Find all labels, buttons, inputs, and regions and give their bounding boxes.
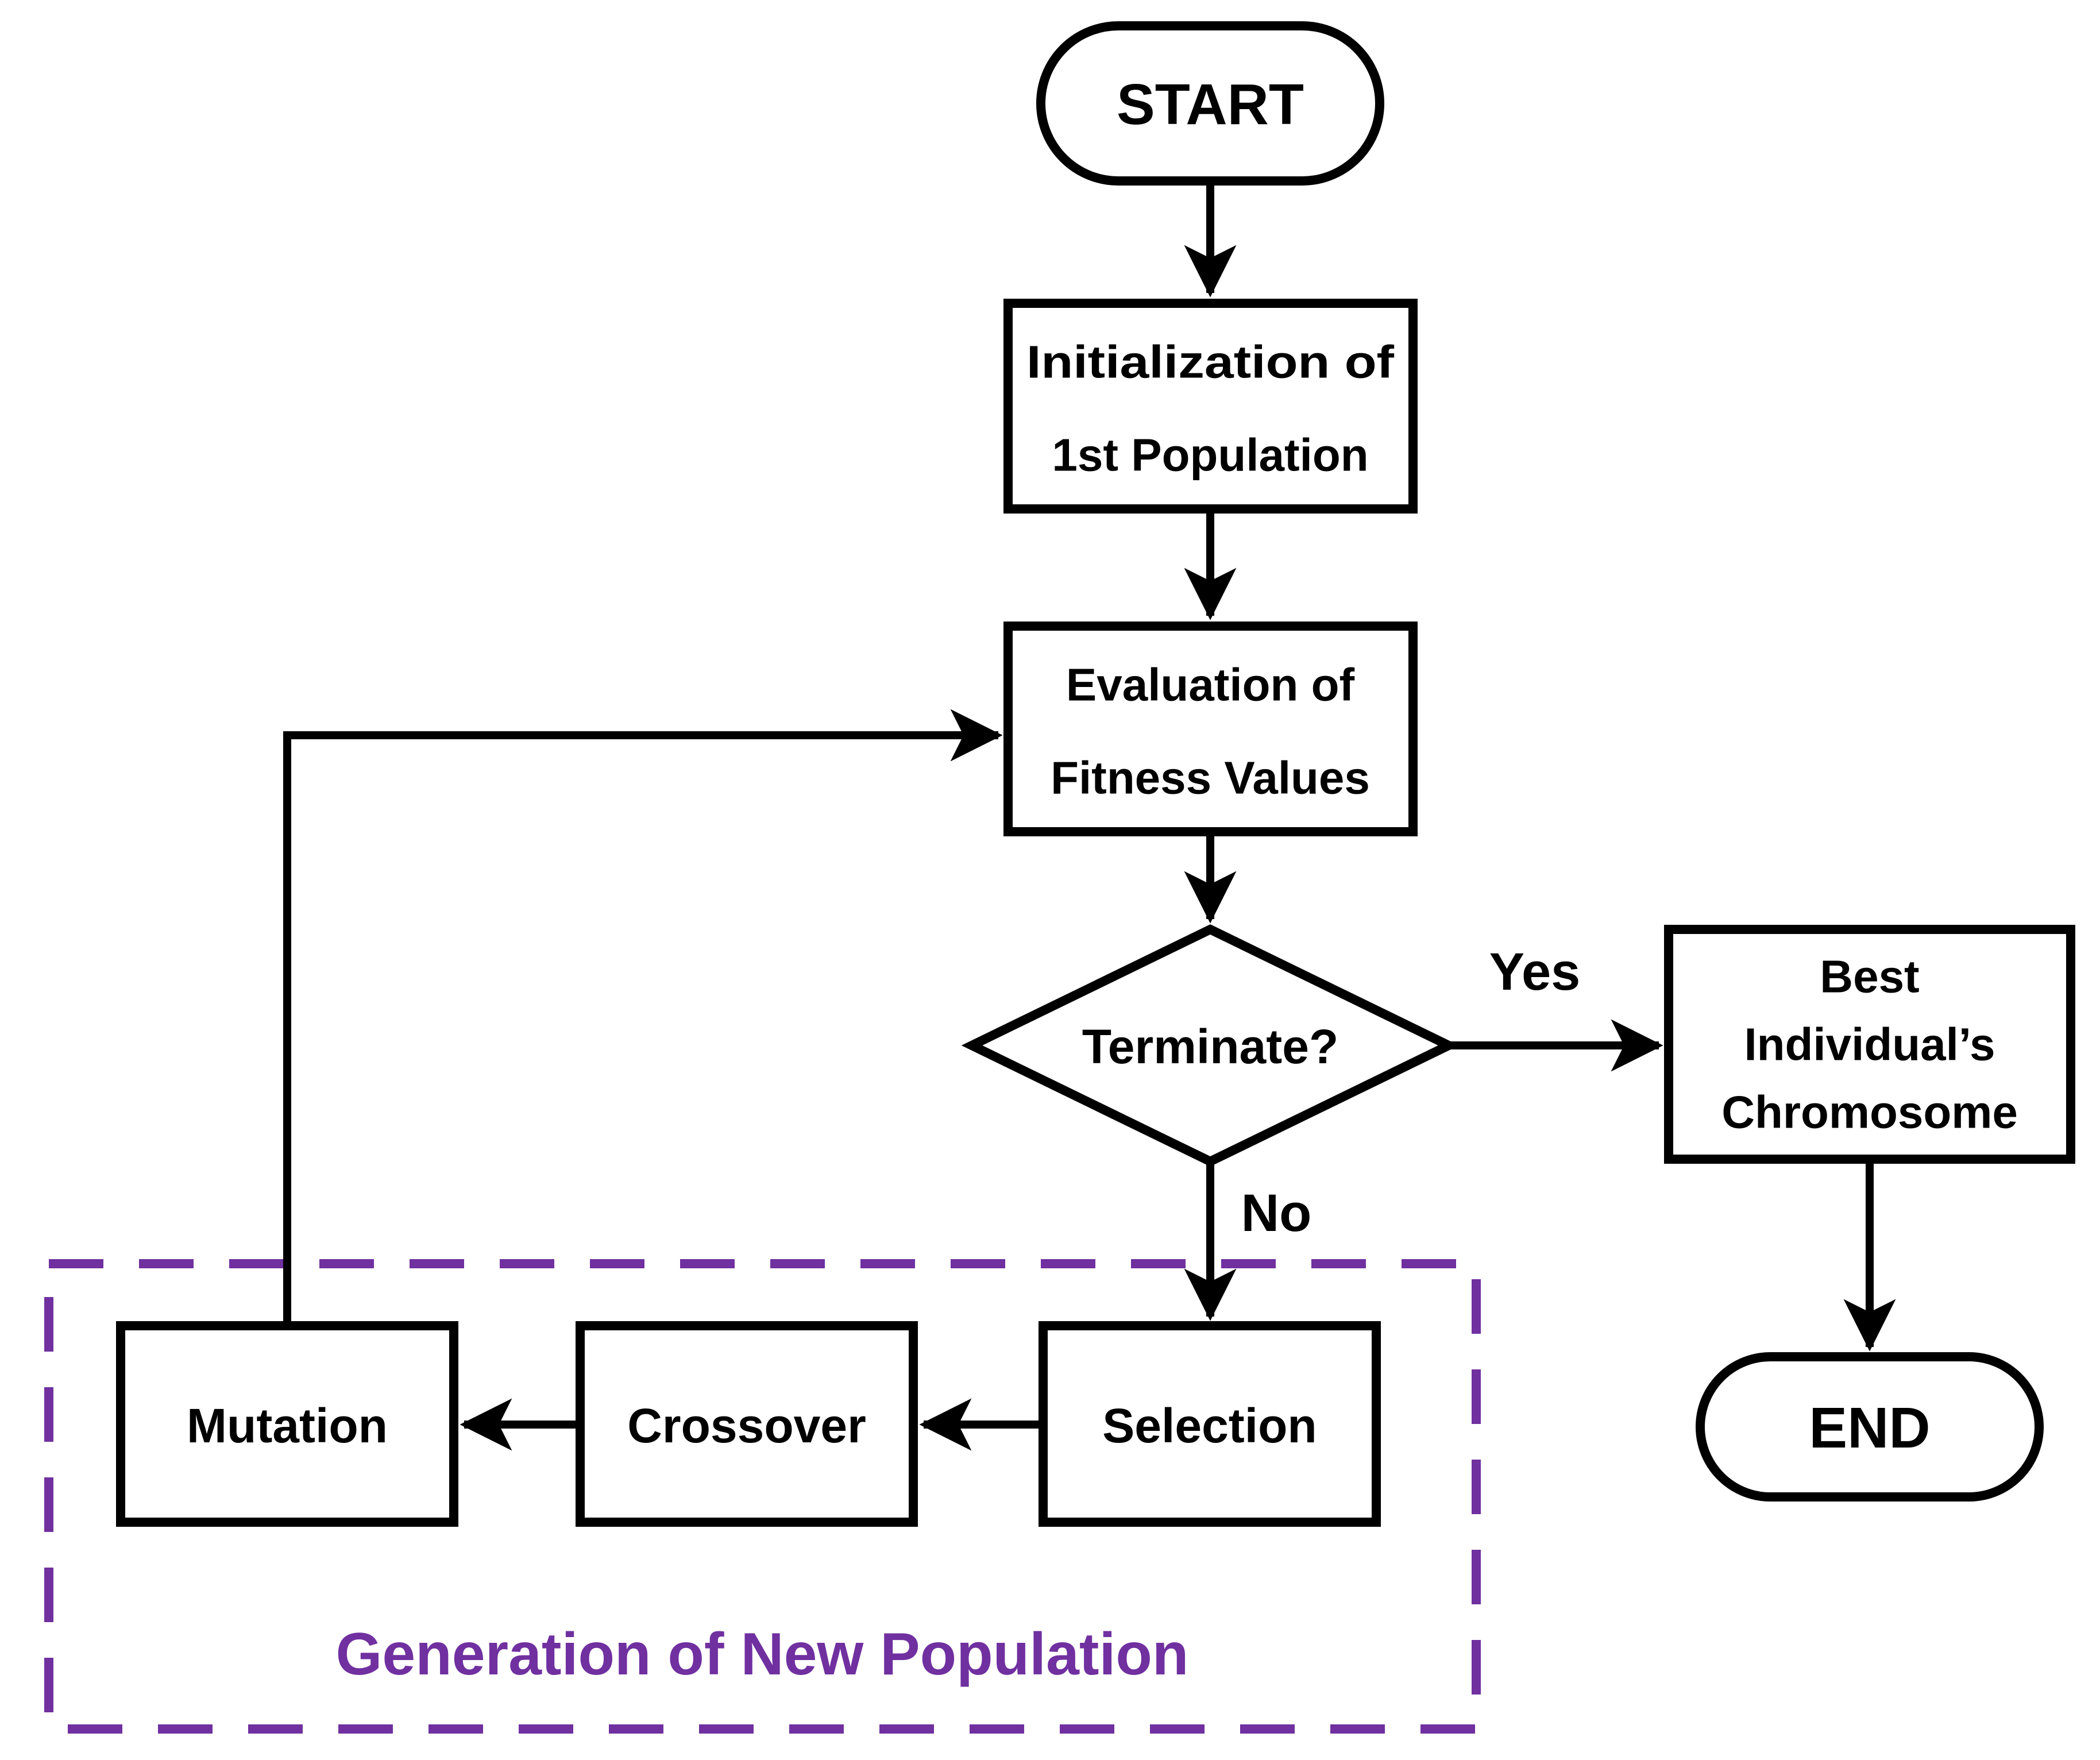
- mutation-node: [116, 1321, 458, 1527]
- yes-edge-label: Yes: [1489, 943, 1581, 1001]
- selection-label: Selection: [1102, 1399, 1317, 1453]
- terminate-decision-node: [961, 924, 1460, 1167]
- best-chromosome-label-line2: Individual’s: [1744, 1019, 1995, 1070]
- crossover-label: Crossover: [627, 1399, 866, 1453]
- selection-node: [1039, 1321, 1381, 1527]
- mutation-label: Mutation: [187, 1399, 388, 1453]
- initialization-label-line1: Initialization of: [1026, 337, 1394, 388]
- initialization-label-line2: 1st Population: [1052, 430, 1368, 481]
- crossover-node: [576, 1321, 918, 1527]
- initialization-node: [1003, 299, 1418, 514]
- best-chromosome-label-line1: Best: [1820, 951, 1919, 1002]
- generation-group-label: Generation of New Population: [336, 1621, 1189, 1688]
- best-chromosome-label-line3: Chromosome: [1721, 1087, 2018, 1138]
- end-node: [1696, 1352, 2044, 1502]
- start-label: START: [1117, 72, 1304, 137]
- start-node: [1036, 21, 1384, 186]
- no-edge-label: No: [1241, 1184, 1312, 1242]
- end-label: END: [1809, 1396, 1930, 1460]
- evaluation-node: [1003, 622, 1418, 836]
- evaluation-label-line1: Evaluation of: [1066, 659, 1355, 711]
- arrow-mutation-feedback-to-evaluation: [283, 709, 1003, 1326]
- best-chromosome-node: [1664, 925, 2075, 1164]
- evaluation-label-line2: Fitness Values: [1051, 752, 1370, 804]
- terminate-decision-label: Terminate?: [1082, 1020, 1339, 1074]
- generation-group-box: [44, 1259, 1481, 1734]
